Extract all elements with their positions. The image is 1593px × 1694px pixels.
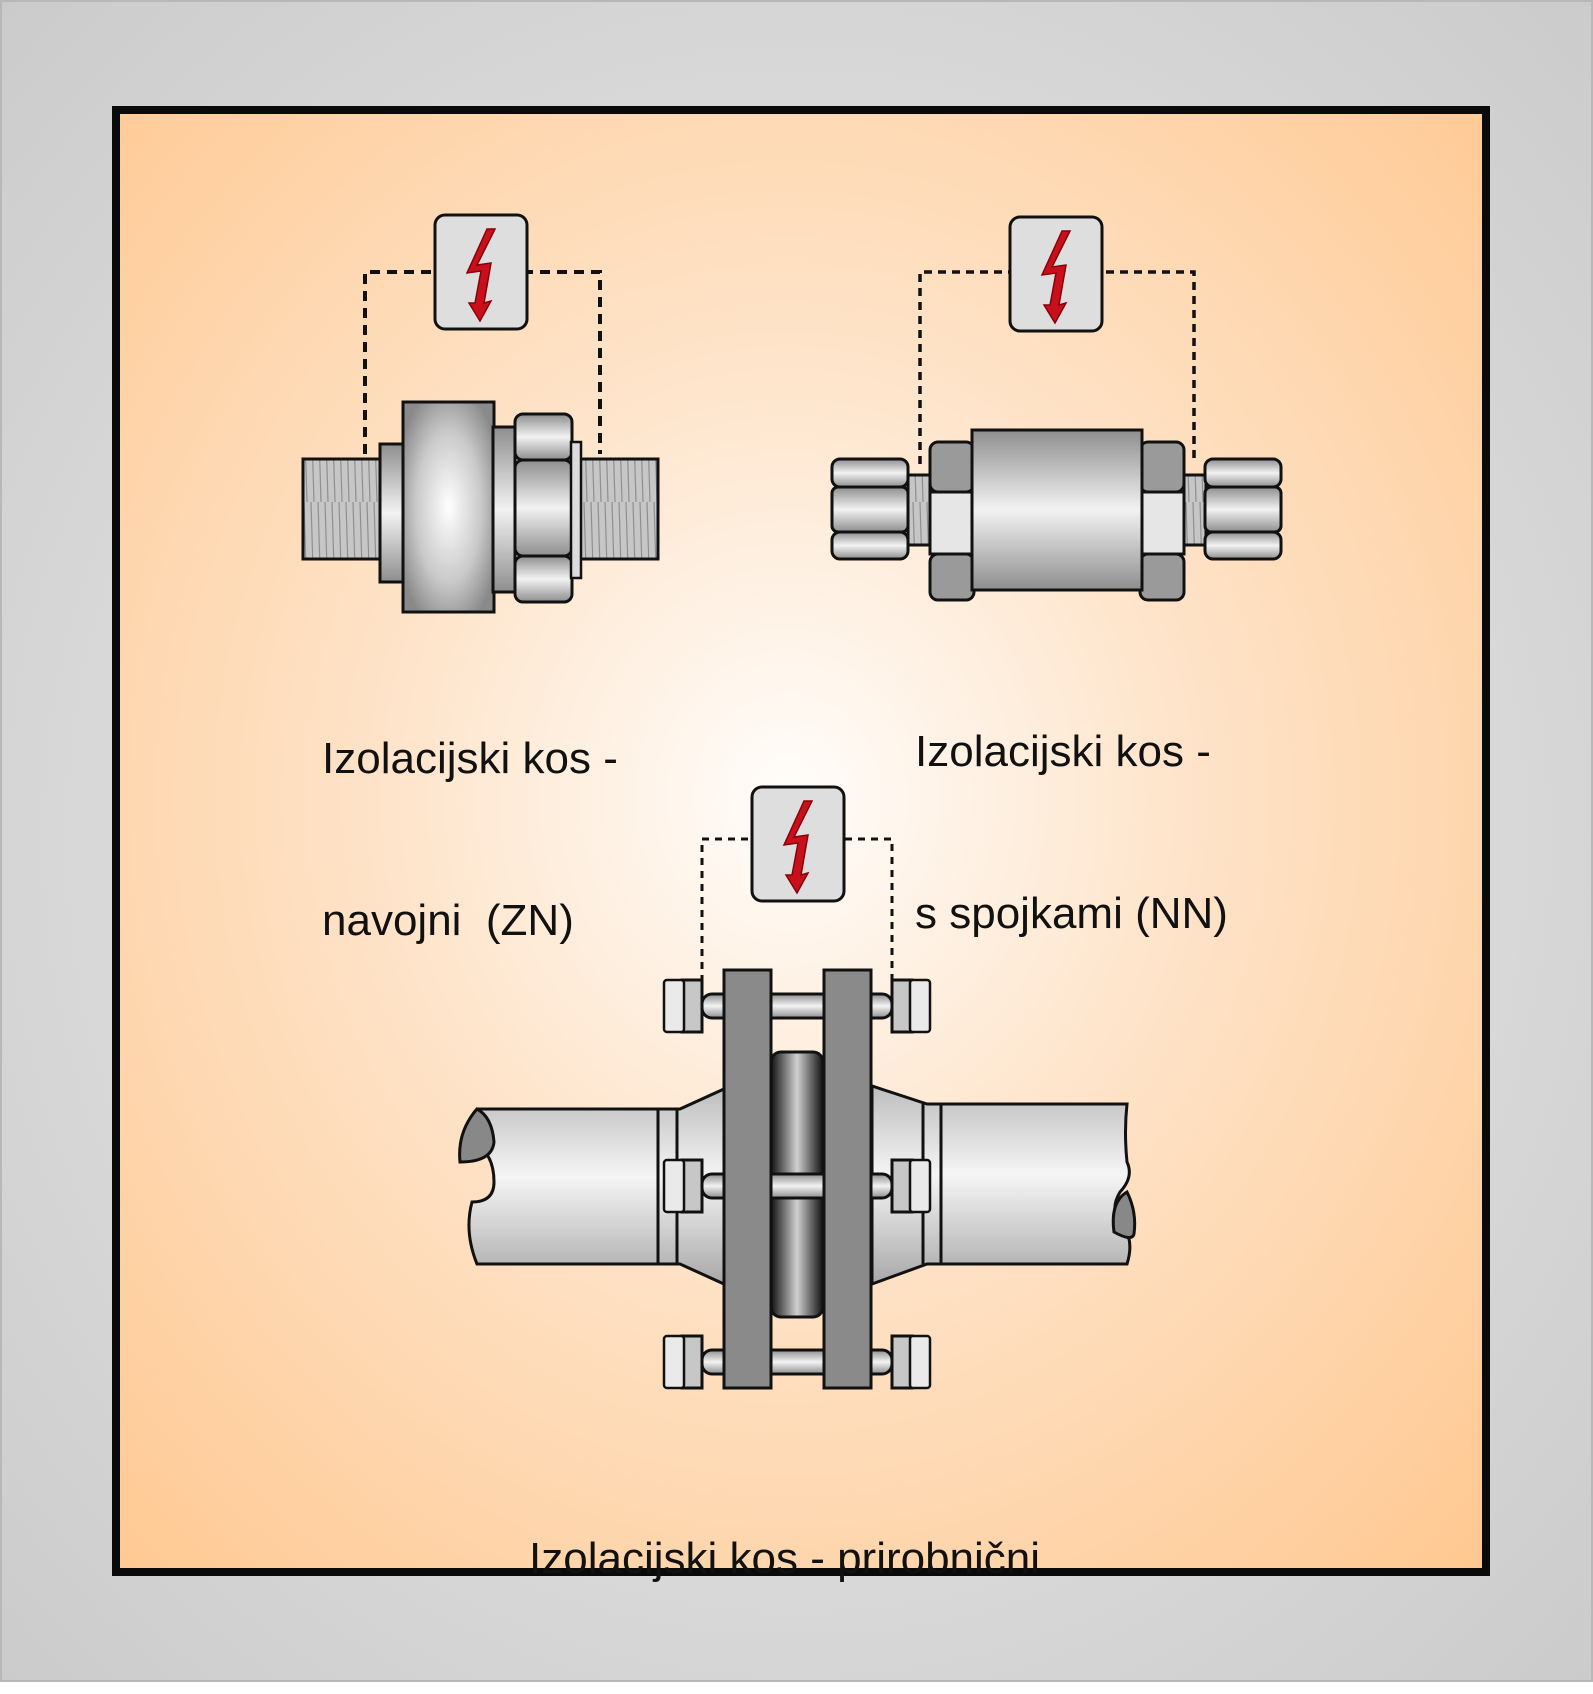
caption-line: Izolacijski kos - <box>322 734 618 783</box>
caption-line: s spojkami (NN) <box>915 889 1228 938</box>
caption-line: Izolacijski kos - <box>915 727 1211 776</box>
caption-coupling-joint: Izolacijski kos - s spojkami (NN) <box>915 617 1228 1049</box>
caption-threaded-joint: Izolacijski kos - navojni (ZN) <box>322 624 618 1056</box>
coupling-joint <box>830 215 1283 602</box>
threaded-joint <box>301 213 660 614</box>
caption-line: Izolacijski kos - prirobnični <box>529 1534 1041 1583</box>
flange-bolt <box>680 978 914 1034</box>
flanged-joint <box>458 785 1137 1390</box>
lightning-bolt-icon <box>750 785 846 903</box>
caption-flanged-joint: Izolacijski kos - prirobnični <box>529 1424 1040 1694</box>
lightning-bolt-icon <box>433 213 529 331</box>
lightning-bolt-icon <box>1008 215 1104 333</box>
caption-line: navojni (ZN) <box>322 896 574 945</box>
flange-bolt <box>680 1334 914 1390</box>
